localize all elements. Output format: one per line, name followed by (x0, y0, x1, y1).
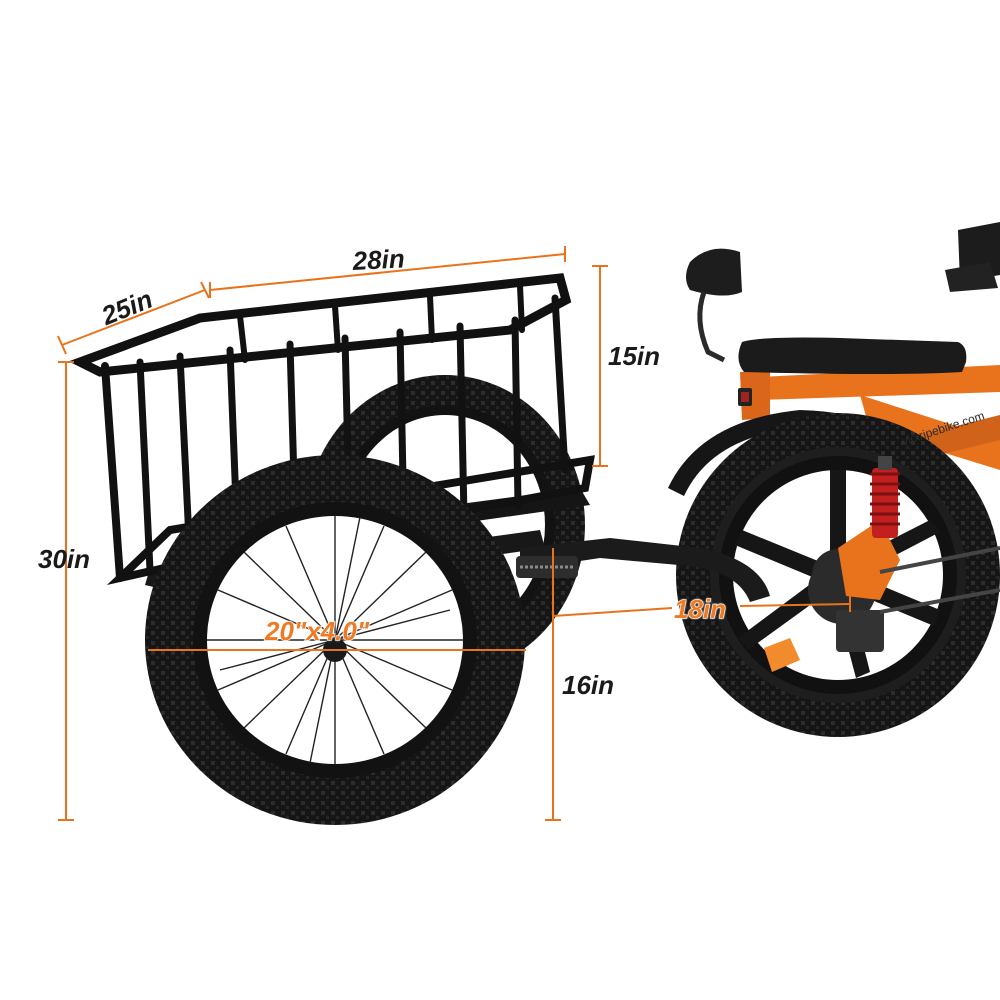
wheel-reflector (764, 638, 800, 672)
hitch-arm (520, 538, 770, 602)
dim-line-basket-length (209, 253, 566, 291)
dim-line-basket-width (61, 289, 206, 346)
dim-label-overall-height: 30in (38, 544, 91, 574)
dim-label-wheel-size: 20"x4.0" (264, 616, 370, 646)
bike-seat (738, 337, 967, 374)
dim-line-hitch-length (552, 603, 851, 617)
dimension-lines (57, 246, 851, 821)
derailleur (836, 610, 884, 652)
rear-shock (870, 456, 900, 538)
ebike (668, 222, 1000, 737)
backrest-pad (686, 248, 742, 296)
dim-label-hitch-height: 16in (562, 670, 615, 700)
trailer-wheel-spokes (207, 516, 463, 764)
chain (879, 546, 1000, 614)
bike-frame-top-tube (740, 365, 1000, 400)
dropout-plate (838, 520, 900, 600)
cargo-trailer (68, 273, 770, 825)
dim-label-basket-length: 28in (351, 243, 406, 276)
dim-label-basket-height: 15in (608, 341, 661, 371)
dim-label-hitch-length: 18in (673, 594, 727, 624)
